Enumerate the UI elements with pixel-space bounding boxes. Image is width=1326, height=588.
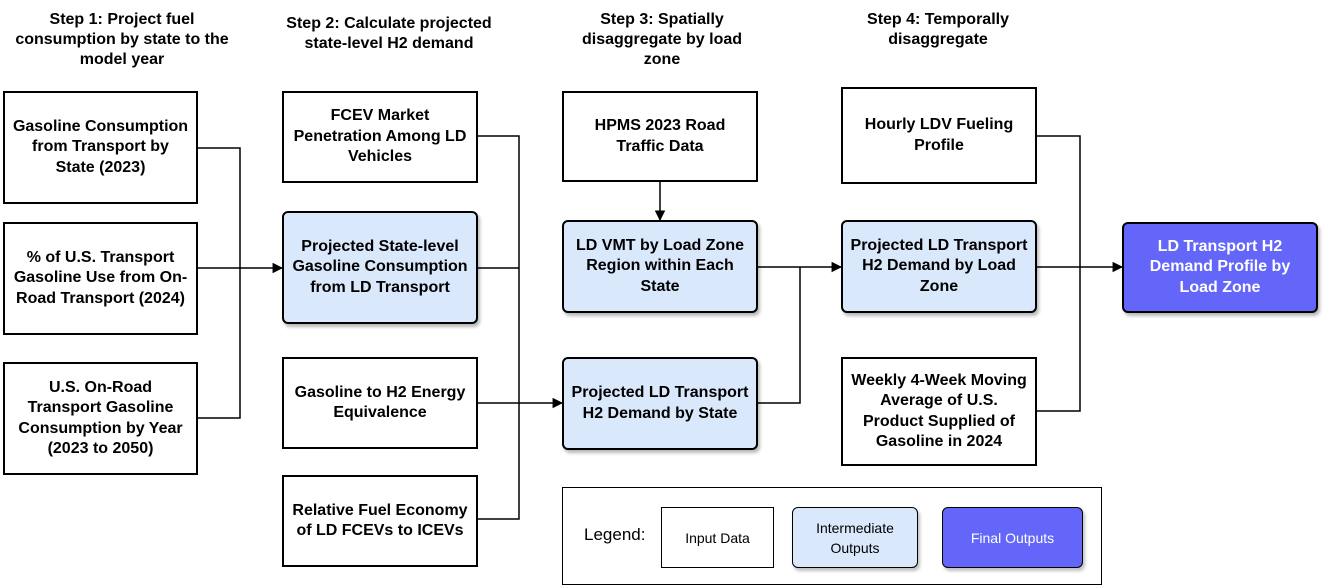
- hpms-box: HPMS 2023 Road Traffic Data: [562, 91, 758, 182]
- projected-state-gasoline-label: Projected State-level Gasoline Consumpti…: [292, 237, 468, 296]
- hourly-profile-label: Hourly LDV Fueling Profile: [864, 116, 1014, 154]
- step-3-header: Step 3: Spatially disaggregate by load z…: [581, 11, 743, 68]
- projected-h2-state-label: Projected LD Transport H2 Demand by Stat…: [571, 384, 749, 422]
- gasoline-consumption-box: Gasoline Consumption from Transport by S…: [3, 91, 198, 204]
- legend-intermediate-label: Intermediate Outputs: [816, 519, 894, 556]
- step-4-header: Step 4: Temporally disaggregate: [867, 11, 1009, 48]
- weekly-avg-label: Weekly 4-Week Moving Average of U.S. Pro…: [851, 371, 1027, 451]
- hourly-profile-box: Hourly LDV Fueling Profile: [841, 87, 1037, 184]
- connector-hourly-weekly: [1037, 135, 1081, 412]
- step-2-header: Step 2: Calculate projected state-level …: [286, 15, 492, 52]
- hpms-label: HPMS 2023 Road Traffic Data: [594, 117, 726, 155]
- final-output-label: LD Transport H2 Demand Profile by Load Z…: [1149, 237, 1291, 296]
- final-output-box: LD Transport H2 Demand Profile by Load Z…: [1122, 222, 1318, 313]
- relative-fuel-economy-box: Relative Fuel Economy of LD FCEVs to ICE…: [282, 475, 478, 567]
- legend-input-label: Input Data: [685, 529, 750, 546]
- legend-title: Legend:: [584, 525, 646, 544]
- legend-intermediate-box: Intermediate Outputs: [792, 507, 918, 568]
- gasoline-h2-equiv-box: Gasoline to H2 Energy Equivalence: [282, 357, 478, 449]
- projected-h2-zone-label: Projected LD Transport H2 Demand by Load…: [850, 236, 1028, 295]
- legend-final-label: Final Outputs: [970, 529, 1055, 546]
- weekly-avg-box: Weekly 4-Week Moving Average of U.S. Pro…: [841, 357, 1037, 466]
- ld-vmt-label: LD VMT by Load Zone Region within Each S…: [576, 236, 744, 295]
- legend-final-box: Final Outputs: [942, 507, 1083, 568]
- gasoline-consumption-label: Gasoline Consumption from Transport by S…: [12, 117, 189, 176]
- gasoline-h2-equiv-label: Gasoline to H2 Energy Equivalence: [294, 383, 466, 422]
- connector-h2-state-to-h2-zone: [758, 267, 801, 404]
- pct-on-road-box: % of U.S. Transport Gasoline Use from On…: [3, 222, 198, 335]
- legend-input-box: Input Data: [661, 507, 774, 568]
- fcev-penetration-label: FCEV Market Penetration Among LD Vehicle…: [293, 107, 467, 166]
- projected-h2-state-box: Projected LD Transport H2 Demand by Stat…: [562, 357, 758, 450]
- us-on-road-label: U.S. On-Road Transport Gasoline Consumpt…: [18, 378, 183, 458]
- connector-gasoline-consumption: [198, 147, 241, 419]
- us-on-road-box: U.S. On-Road Transport Gasoline Consumpt…: [3, 362, 198, 475]
- step-1-header: Step 1: Project fuel consumption by stat…: [15, 11, 229, 68]
- ld-vmt-box: LD VMT by Load Zone Region within Each S…: [562, 220, 758, 313]
- projected-h2-zone-box: Projected LD Transport H2 Demand by Load…: [841, 220, 1037, 313]
- relative-fuel-economy-label: Relative Fuel Economy of LD FCEVs to ICE…: [292, 501, 468, 540]
- pct-on-road-label: % of U.S. Transport Gasoline Use from On…: [13, 248, 188, 307]
- fcev-penetration-box: FCEV Market Penetration Among LD Vehicle…: [282, 91, 478, 183]
- projected-state-gasoline-box: Projected State-level Gasoline Consumpti…: [282, 211, 478, 324]
- connector-fcev-penetration: [478, 135, 520, 520]
